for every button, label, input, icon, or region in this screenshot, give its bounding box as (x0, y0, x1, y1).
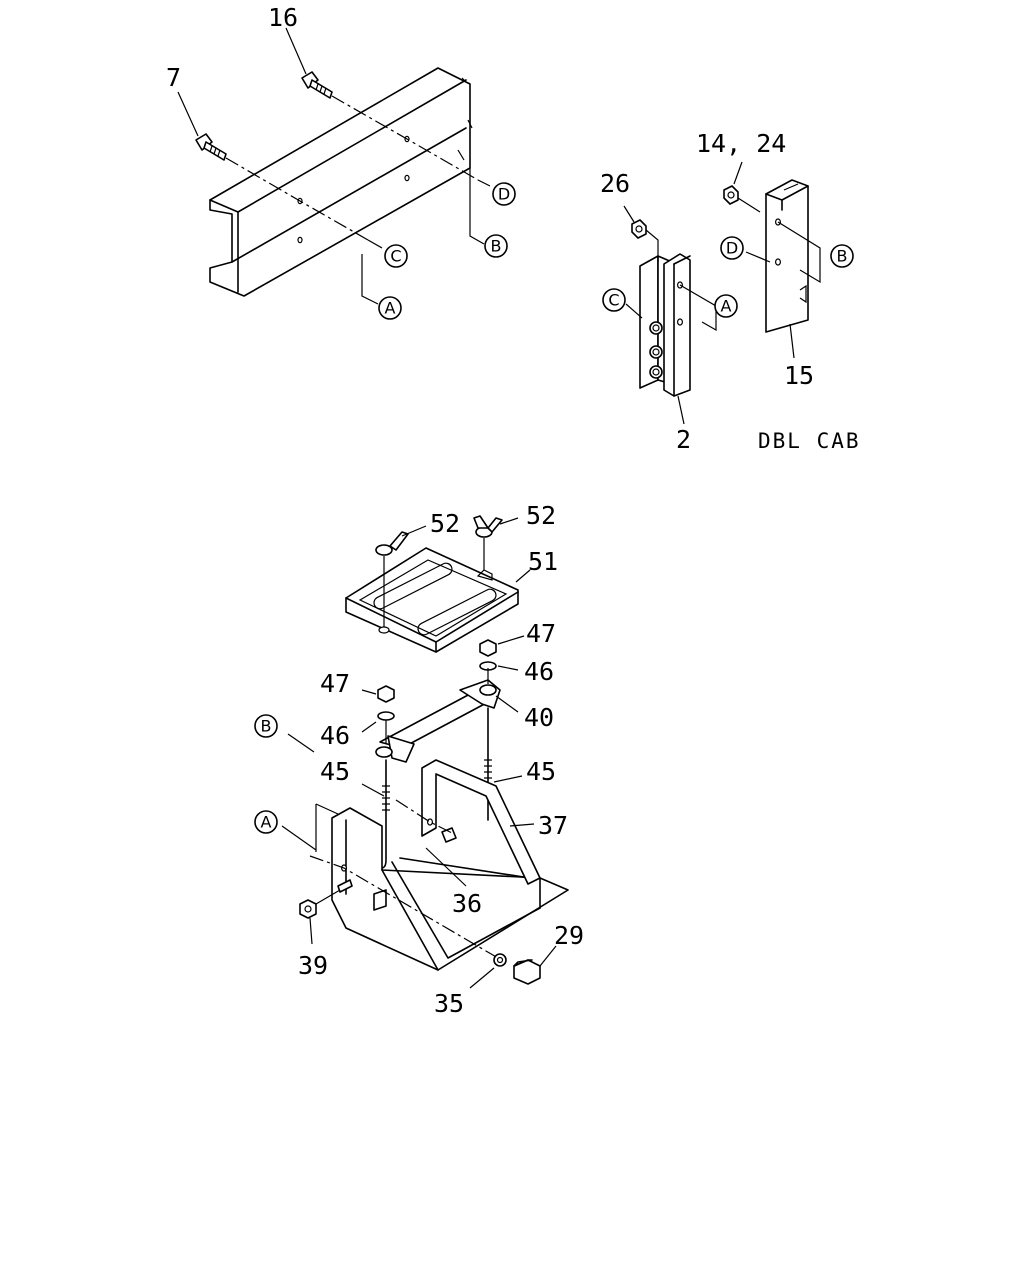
callout-37: 37 (538, 811, 568, 840)
svg-text:D: D (726, 239, 738, 258)
ref-d-bracket: D (720, 236, 744, 260)
callout-52-left: 52 (430, 509, 460, 538)
nut-39-icon (299, 899, 317, 919)
callout-52-right: 52 (526, 501, 556, 530)
svg-text:A: A (721, 297, 732, 316)
callout-51: 51 (528, 547, 558, 576)
svg-text:B: B (491, 237, 502, 256)
bracket-37 (421, 759, 541, 885)
callout-45-right: 45 (526, 757, 556, 786)
svg-text:B: B (837, 247, 848, 266)
battery-cover-51 (345, 547, 519, 653)
nut-14-24-icon (723, 185, 739, 205)
callout-46-left: 46 (320, 721, 350, 750)
washer-46-left-icon (377, 711, 395, 721)
wing-nut-52-right-icon (473, 515, 503, 538)
svg-text:C: C (608, 291, 619, 310)
ref-b-frame: B (484, 234, 508, 258)
callout-7: 7 (166, 63, 181, 92)
ref-a-bracket: A (714, 294, 738, 318)
bracket-2 (639, 253, 691, 397)
callout-16: 16 (268, 3, 298, 32)
nut-26-icon (631, 219, 647, 239)
callout-14-24: 14, 24 (696, 129, 786, 158)
callout-40: 40 (524, 703, 554, 732)
frame-rail (209, 67, 473, 297)
callout-15: 15 (784, 361, 814, 390)
bracket-15 (765, 179, 809, 333)
ref-c-bracket: C (602, 288, 626, 312)
bolt-16-icon (301, 71, 333, 99)
callout-2: 2 (676, 425, 691, 454)
callout-47-right: 47 (526, 619, 556, 648)
svg-text:C: C (390, 247, 401, 266)
callout-36: 36 (452, 889, 482, 918)
callout-26: 26 (600, 169, 630, 198)
callout-47-left: 47 (320, 669, 350, 698)
wing-nut-52-left-icon (375, 531, 409, 556)
ref-b-tray: B (254, 714, 278, 738)
callout-29: 29 (554, 921, 584, 950)
svg-text:A: A (261, 813, 272, 832)
bolt-7-icon (195, 133, 227, 161)
nut-47-left-icon (377, 685, 395, 703)
callout-45-left: 45 (320, 757, 350, 786)
washer-35-icon (493, 953, 507, 967)
battery-tray-36 (315, 803, 569, 971)
callout-46-right: 46 (524, 657, 554, 686)
ref-d-frame: D (492, 182, 516, 206)
nut-47-right-icon (479, 639, 497, 657)
callout-39: 39 (298, 951, 328, 980)
bolt-29-icon (513, 959, 541, 985)
ref-a-tray: A (254, 810, 278, 834)
dbl-cab-caption: DBL CAB (758, 429, 861, 453)
clamp-bar-40 (375, 679, 501, 763)
ref-a-frame: A (378, 296, 402, 320)
svg-text:A: A (385, 299, 396, 318)
callout-35: 35 (434, 989, 464, 1018)
svg-text:D: D (498, 185, 510, 204)
ref-c-frame: C (384, 244, 408, 268)
ref-b-bracket: B (830, 244, 854, 268)
svg-text:B: B (261, 717, 272, 736)
